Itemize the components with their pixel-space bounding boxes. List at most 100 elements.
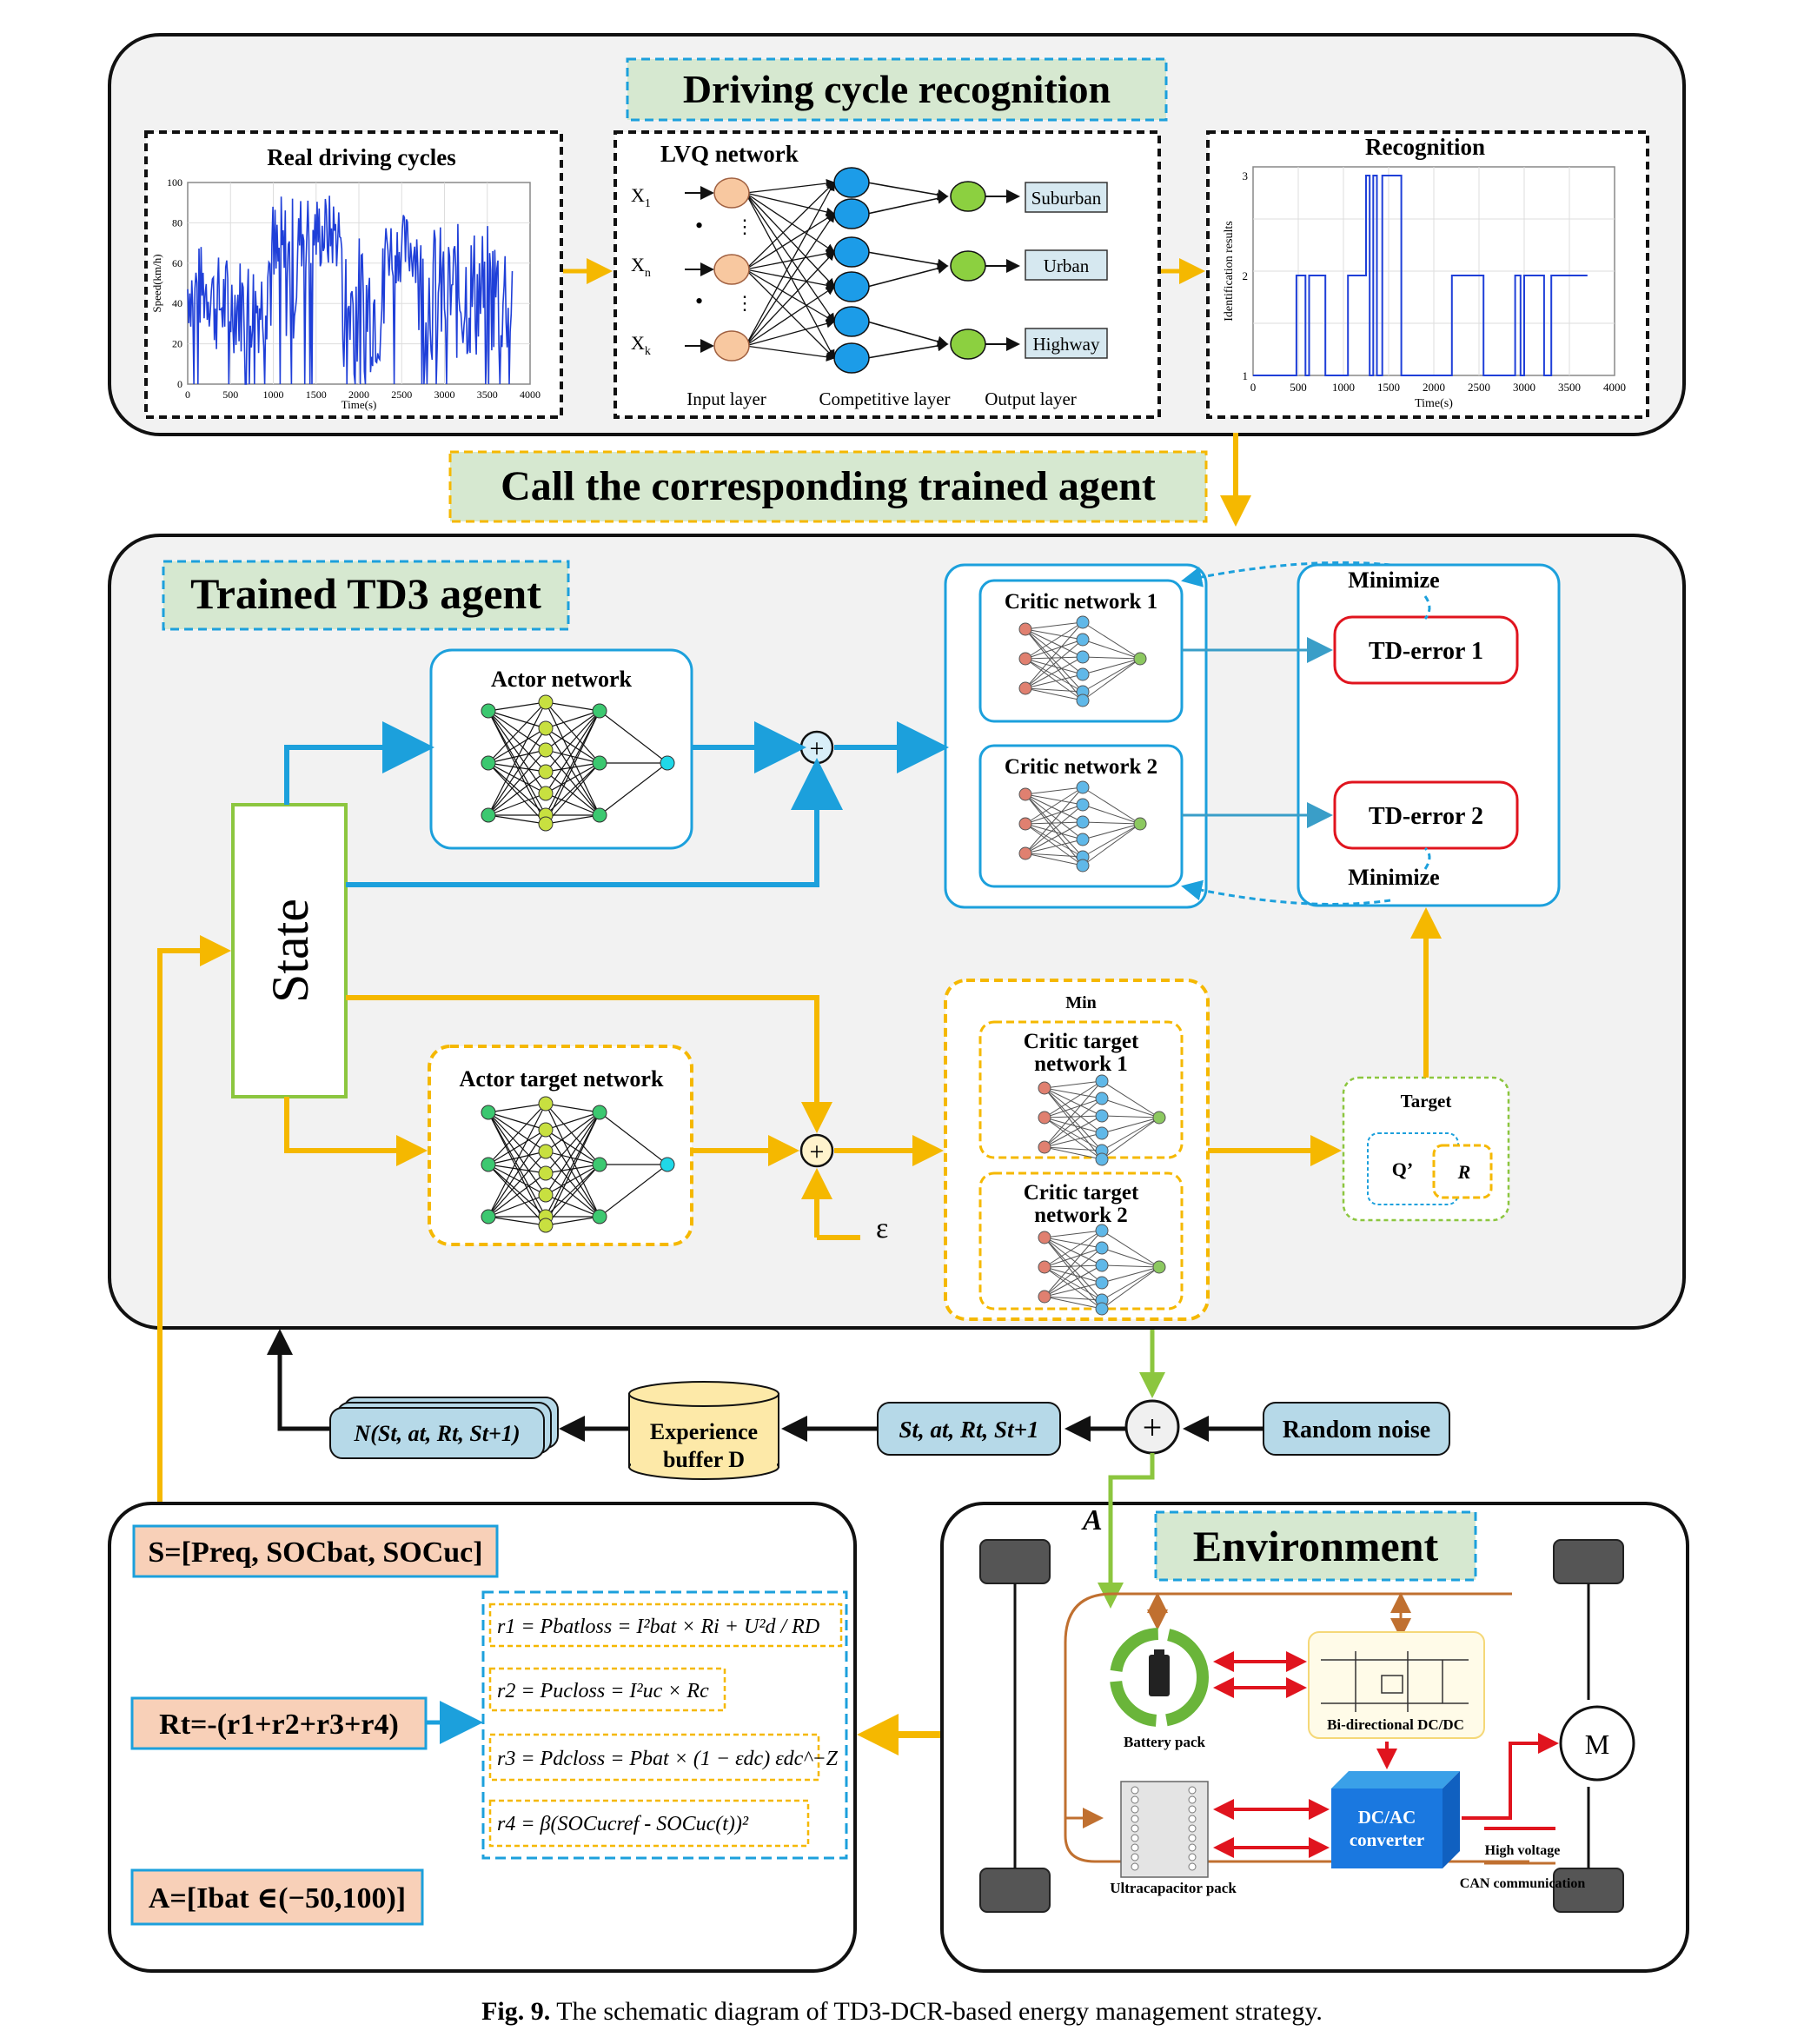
can-bus-line [1064,1592,1529,1863]
net-node [1133,652,1147,666]
net-node [538,742,554,758]
net-edge [545,1103,600,1113]
net-node [1076,633,1090,647]
critic-target2-label-b: network 2 [1034,1204,1128,1227]
net-edge [1044,1132,1103,1148]
critic-target2-label-a: Critic target [1024,1181,1139,1204]
net-edge [1082,658,1141,693]
x-tick-label: 2500 [1468,381,1490,394]
target-label: Target [1401,1091,1452,1112]
minibatch-box: N(St, at, Rt, St+1) [329,1397,559,1459]
net-edge [1025,793,1084,806]
lvq-edge [866,193,949,215]
net-edge [545,1129,600,1165]
net-node [1076,650,1090,664]
net-edge [1025,804,1084,854]
net-node [1095,1241,1109,1255]
svg-text:Rt=-(r1+r2+r3+r4): Rt=-(r1+r2+r3+r4) [159,1709,399,1741]
net-edge [1044,1266,1103,1301]
critic-to-td-arrows [1182,637,1333,828]
net-edge [1025,687,1084,701]
input-node [713,177,750,209]
lvq-edge [866,340,949,359]
lvq-dots-2: • [695,289,703,314]
net-edge [1044,1230,1103,1268]
x-tick-label: 4000 [1603,381,1626,394]
net-edge [1044,1247,1103,1268]
net-node [1095,1302,1109,1316]
x-tick-label: 1500 [1377,381,1400,394]
net-node [1038,1290,1051,1304]
net-node [1095,1258,1109,1272]
net-edge [545,710,600,816]
net-edge [545,1216,600,1226]
net-edge [545,749,600,764]
lvq-edge [745,213,836,270]
net-edge [1082,786,1141,825]
net-edge [545,710,600,751]
net-node [1095,1126,1109,1140]
net-edge [1044,1098,1103,1118]
net-node [538,1122,554,1138]
net-edge [1025,658,1084,693]
net-node [592,1157,607,1172]
net-edge [1101,1230,1160,1268]
lvq-edge [745,182,835,270]
net-node [592,807,607,823]
net-node [1152,1260,1166,1274]
net-edge [487,710,547,729]
dcdc-converter: Bi-directional DC/DC [1308,1631,1485,1739]
input-node [713,330,750,362]
net-edge [487,1216,547,1226]
x-tick-label: 3500 [1558,381,1581,394]
net-edge [1044,1296,1103,1301]
environment-legend: High voltage CAN communication [1460,1827,1585,1891]
net-edge [1025,658,1084,701]
input-node [713,254,750,285]
transition-box: St, at, Rt, St+1 [877,1402,1061,1456]
vehicle-wheels [979,1539,1624,1913]
net-edge [1025,786,1084,795]
speed-trace [187,196,514,385]
net-edge [545,727,600,764]
actor-target-box: Actor target network [428,1045,693,1246]
net-node [1076,667,1090,681]
critic2-label: Critic network 2 [1005,755,1157,779]
net-edge [1082,823,1141,858]
svg-text:Bi-directional DC/DC: Bi-directional DC/DC [1327,1716,1464,1733]
net-node [1038,1140,1051,1154]
lvq-layer-competitive: Competitive layer [819,388,950,409]
recognition-title-box: Driving cycle recognition [626,57,1168,122]
net-node [1038,1260,1051,1274]
net-edge [545,762,600,816]
recognition-grid [1253,167,1615,375]
net-node [1152,1111,1166,1125]
adder-actor-target: + [799,1133,834,1168]
svg-text:converter: converter [1350,1829,1424,1850]
svg-text:r1 = Pbatloss = I²bat × Ri + U: r1 = Pbatloss = I²bat × Ri + U²d / RD [497,1616,819,1638]
net-edge [545,1112,600,1131]
call-agent-box: Call the corresponding trained agent [448,450,1208,523]
uc-cell [1131,1862,1139,1871]
net-edge [545,727,600,816]
lvq-dots-3: ⋮ [735,216,754,237]
net-edge [1101,1117,1160,1134]
epsilon-label: ε [876,1212,888,1244]
net-edge [1082,804,1141,825]
net-edge [1044,1266,1103,1310]
net-edge [1025,674,1084,689]
x-tick-label: 1000 [1332,381,1355,394]
uc-cell [1131,1853,1139,1862]
x-tick-label: 1500 [306,388,327,401]
svg-text:High voltage: High voltage [1485,1843,1561,1858]
net-edge [1044,1296,1103,1310]
net-edge [1025,821,1084,854]
uc-cell [1188,1853,1197,1862]
net-node [592,755,607,771]
lvq-dots-4: ⋮ [735,292,754,314]
actor-network-label: Actor network [491,667,633,692]
actor-target-label: Actor target network [460,1066,664,1092]
svg-text:r2 = Pucloss = I²uc × Rc: r2 = Pucloss = I²uc × Rc [497,1680,709,1702]
lvq-edge [745,269,836,290]
lvq-edge [745,212,835,347]
